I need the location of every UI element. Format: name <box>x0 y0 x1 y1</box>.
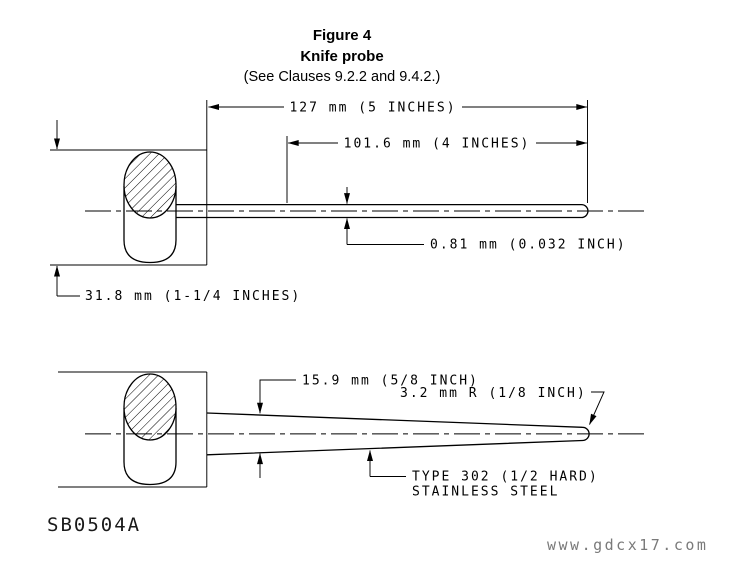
material-text-line1: TYPE 302 (1/2 HARD) <box>412 470 599 485</box>
top-view: 127 mm (5 INCHES) 101.6 mm (4 INCHES) 31… <box>50 100 647 304</box>
bottom-view: 15.9 mm (5/8 INCH) 3.2 mm R (1/8 INCH) T… <box>58 371 647 500</box>
dim-tip-radius-text: 3.2 mm R (1/8 INCH) <box>400 386 587 401</box>
dim-blade-length-text: 101.6 mm (4 INCHES) <box>344 137 531 152</box>
dim-overall-length-text: 127 mm (5 INCHES) <box>289 101 456 116</box>
dim-tip-radius: 3.2 mm R (1/8 INCH) <box>400 386 605 425</box>
material-callout: TYPE 302 (1/2 HARD) STAINLESS STEEL <box>367 450 599 500</box>
dim-blade-width-text: 15.9 mm (5/8 INCH) <box>302 374 479 389</box>
dim-blade-width: 15.9 mm (5/8 INCH) <box>257 374 479 478</box>
dim-blade-thickness: 0.81 mm (0.032 INCH) <box>344 187 627 253</box>
handle-knob-hatched-bottom-view <box>123 373 177 441</box>
figure-clauses: (See Clauses 9.2.2 and 9.4.2.) <box>244 69 441 85</box>
figure-number: Figure 4 <box>313 27 372 44</box>
drawing-number: SB0504A <box>47 514 141 536</box>
dim-overall-length: 127 mm (5 INCHES) <box>208 101 588 116</box>
figure-title: Knife probe <box>300 48 383 65</box>
dim-blade-thickness-text: 0.81 mm (0.032 INCH) <box>430 238 627 253</box>
material-text-line2: STAINLESS STEEL <box>412 485 559 500</box>
handle-body-bottom-view <box>123 408 177 486</box>
handle-body <box>123 186 177 264</box>
dim-handle-height-text: 31.8 mm (1-1/4 INCHES) <box>85 289 301 304</box>
handle-knob-hatched <box>123 151 177 219</box>
dim-blade-length: 101.6 mm (4 INCHES) <box>287 137 588 152</box>
watermark-text: www.gdcx17.com <box>547 536 708 554</box>
dim-handle-height: 31.8 mm (1-1/4 INCHES) <box>54 120 301 304</box>
